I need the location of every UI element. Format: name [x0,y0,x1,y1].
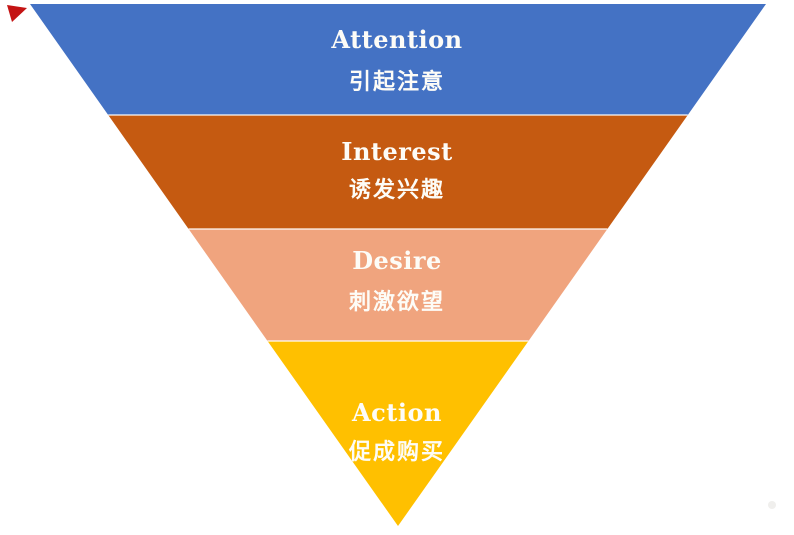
funnel-level-action [267,341,529,526]
funnel-level-desire [188,229,608,341]
funnel-level-interest [108,115,688,229]
background-artifact [768,501,776,509]
corner-marker-icon [7,5,27,22]
funnel-level-attention [30,4,766,115]
